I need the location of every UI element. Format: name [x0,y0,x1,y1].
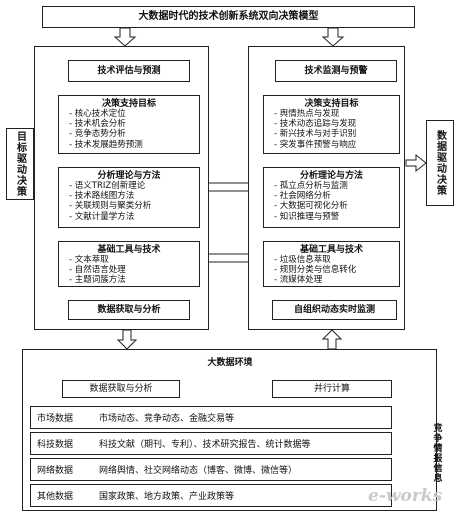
list-item: - 语义TRIZ创新理论 [69,181,146,191]
list-item: - 文本萃取 [69,255,109,265]
env-box-parallel: 并行计算 [272,380,392,398]
list-item: - 文献计量学方法 [69,211,135,222]
list-item: - 新兴技术与对手识别 [274,129,357,140]
data-row-network: 网络数据 网络舆情、社交网络动态（博客、微博、微信等） [30,458,392,481]
list-item: - 知识推理与预警 [274,211,340,222]
data-row-other: 其他数据 国家政策、地方政策、产业政策等 [30,484,392,507]
competitive-intel-text: 竞争情报信息 [431,423,442,483]
data-row-label: 网络数据 [37,466,74,476]
list-item: - 技术动态追踪与发现 [274,119,357,130]
diagram-title: 大数据时代的技术创新系统双向决策模型 [42,6,415,28]
list-item: - 关联规则与聚类分析 [69,201,152,212]
left-section-goals: 决策支持目标 - 核心技术定位 - 技术机会分析 - 竞争态势分析 - 技术发展… [58,95,200,154]
right-methods-title: 分析理论与方法 [299,171,363,181]
left-methods-title: 分析理论与方法 [97,171,161,181]
list-item: - 主题词簇方法 [69,275,126,286]
left-side-label: 目标驱动决策 [6,128,34,200]
right-footer: 自组织动态实时监测 [272,300,397,320]
right-goals-title: 决策支持目标 [304,99,359,109]
right-side-label: 数据驱动决策 [426,120,454,206]
data-row-market: 市场数据 市场动态、竞争动态、金融交易等 [30,406,392,429]
data-row-label: 市场数据 [37,414,74,424]
right-header: 技术监测与预警 [275,60,397,82]
left-section-methods: 分析理论与方法 - 语义TRIZ创新理论 - 技术路线图方法 - 关联规则与聚类… [58,167,200,228]
env-title: 大数据环境 [207,357,253,368]
list-item: - 核心技术定位 [69,109,126,119]
list-item: - 垃圾信息萃取 [274,255,331,265]
watermark-logo: e-works [368,486,443,506]
list-item: - 自然语言处理 [69,265,126,276]
list-item: - 孤立点分析与监测 [274,181,348,191]
competitive-intel-label: 竞争情报信息 [426,404,448,502]
right-tools-title: 基础工具与技术 [299,245,363,255]
data-row-label: 科技数据 [37,440,74,450]
right-section-tools: 基础工具与技术 - 垃圾信息萃取 - 规则分类与信息转化 - 流媒体处理 [263,241,400,287]
data-row-content: 国家政策、地方政策、产业政策等 [99,492,235,502]
list-item: - 技术机会分析 [69,119,126,130]
left-goals-title: 决策支持目标 [101,99,156,109]
left-side-text: 目标驱动决策 [14,131,26,197]
left-section-tools: 基础工具与技术 - 文本萃取 - 自然语言处理 - 主题词簇方法 [58,241,200,287]
list-item: - 竞争态势分析 [69,129,126,140]
list-item: - 社会网络分析 [274,191,331,202]
left-footer: 数据获取与分析 [68,300,190,320]
right-section-methods: 分析理论与方法 - 孤立点分析与监测 - 社会网络分析 - 大数据可视化分析 -… [263,167,400,228]
env-box-acquisition: 数据获取与分析 [62,380,180,398]
list-item: - 规则分类与信息转化 [274,265,357,276]
list-item: - 舆情热点与发现 [274,109,340,119]
data-row-content: 市场动态、竞争动态、金融交易等 [99,414,235,424]
data-row-tech: 科技数据 科技文献（期刊、专利）、技术研究报告、统计数据等 [30,432,392,455]
left-tools-title: 基础工具与技术 [97,245,161,255]
list-item: - 技术路线图方法 [69,191,135,202]
right-section-goals: 决策支持目标 - 舆情热点与发现 - 技术动态追踪与发现 - 新兴技术与对手识别… [263,95,400,154]
list-item: - 突发事件预警与响应 [274,139,357,150]
left-header: 技术评估与预测 [68,60,190,82]
data-row-label: 其他数据 [37,492,74,502]
list-item: - 大数据可视化分析 [274,201,348,212]
right-side-text: 数据驱动决策 [434,130,446,196]
data-row-content: 科技文献（期刊、专利）、技术研究报告、统计数据等 [99,440,311,450]
list-item: - 流媒体处理 [274,275,323,286]
list-item: - 技术发展趋势预测 [69,139,143,150]
data-row-content: 网络舆情、社交网络动态（博客、微博、微信等） [99,466,298,476]
